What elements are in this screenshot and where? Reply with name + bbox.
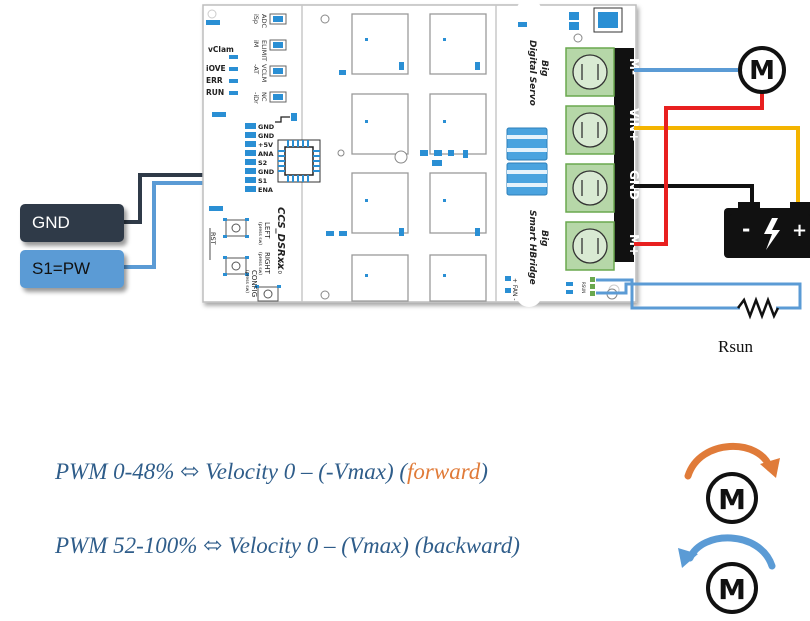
servo-subtitle: Digital Servo	[527, 40, 537, 106]
wire-rsun-a	[596, 278, 740, 310]
pin-label-s1: S1	[258, 177, 268, 185]
rsun-label: Rsun	[718, 337, 753, 356]
screw-terminals	[565, 47, 615, 271]
gnd-wire	[124, 173, 245, 224]
formula-backward: PWM 52-100% ⬄ Velocity 0 – (Vmax) (backw…	[55, 533, 520, 559]
push-buttons	[223, 218, 281, 302]
wire-m-plus	[634, 90, 764, 246]
pin-label: ANA	[258, 150, 274, 158]
battery-icon: - +	[724, 202, 810, 258]
forward-rotation-icon: M	[684, 443, 780, 524]
top-label-sub: -iDr	[252, 92, 260, 104]
gnd-input-label: GND	[32, 213, 70, 232]
board-version-label: v1.0	[276, 262, 282, 275]
led-label-iove: iOVE	[206, 64, 226, 73]
mosfet-array	[351, 13, 487, 302]
terminal-m-plus	[565, 221, 615, 271]
left-button-sub: (press sw)	[257, 222, 263, 245]
terminal-label-m-minus: M-	[627, 58, 641, 75]
s1-wire	[124, 181, 245, 269]
motor-symbol: M	[738, 46, 786, 94]
backward-motor-label: M	[718, 573, 746, 606]
jumper-pads	[206, 13, 287, 211]
pin-label: +5V	[258, 141, 273, 149]
led-indicators	[229, 55, 238, 95]
wire-gnd	[634, 184, 754, 208]
top-label-elimit: ELIMIT	[260, 40, 268, 61]
formula-forward-end: )	[480, 459, 488, 484]
top-label-nc: NC	[260, 92, 268, 102]
controller-board	[202, 4, 637, 303]
hbridge-subtitle: Smart HBridge	[527, 210, 537, 285]
rsun-pin-label: RSUN	[581, 282, 586, 293]
s1-input-label: S1=PW	[32, 259, 91, 278]
battery-minus: -	[742, 217, 750, 241]
terminal-gnd	[565, 163, 615, 213]
backward-rotation-icon: M	[678, 534, 776, 614]
pin-label: ENA	[258, 186, 273, 194]
rotation-icons: M M	[678, 443, 780, 614]
wire-vin-plus	[634, 126, 800, 208]
rsun-resistor	[737, 296, 780, 320]
pin-label: GND	[258, 168, 275, 176]
board-model-label: CCS_DSRxx	[275, 207, 286, 270]
hbridge-title: Big	[539, 230, 549, 247]
mcu-chip	[275, 113, 321, 183]
mount-hole	[516, 0, 542, 25]
led-label-vclam: vClam	[208, 45, 234, 54]
wire-rsun-b	[596, 282, 802, 310]
s1-input-box: S1=PW	[20, 250, 124, 288]
fan-label: + FAN -	[511, 278, 518, 301]
motor-label: M	[749, 56, 775, 86]
terminal-vin-plus	[565, 105, 615, 155]
led-label-err: ERR	[206, 76, 223, 85]
top-label-adc: ADC	[260, 14, 268, 28]
formula-backward-text: PWM 52-100% ⬄ Velocity 0 – (Vmax) (backw…	[55, 533, 520, 558]
top-label-sub: -AT	[252, 64, 260, 74]
led-label-run: RUN	[206, 88, 224, 97]
formula-forward-main: PWM 0-48% ⬄ Velocity 0 – (-Vmax) (	[55, 459, 408, 484]
pin-label: S2	[258, 159, 267, 167]
config-button-sub: (press sw)	[244, 270, 250, 293]
terminal-label-vin-plus: VIN+	[627, 108, 641, 142]
terminal-block-housing	[614, 48, 634, 262]
wiring-diagram: ADC ELIMIT VCLM NC iSp iM -AT -iDr vClam…	[124, 0, 810, 356]
battery-plus: +	[792, 220, 807, 241]
right-button-label: RIGHT	[263, 252, 271, 275]
pin-header: GND GND +5V ANA S2 GND S1 ENA	[245, 123, 275, 194]
right-button-sub: (press sw)	[257, 252, 263, 275]
rst-label: RST	[209, 232, 217, 245]
servo-title: Big	[539, 60, 549, 77]
mount-hole	[516, 281, 542, 307]
pin-label: GND	[258, 123, 275, 131]
inductors	[506, 127, 548, 196]
status-leds: vClam iOVE ERR RUN	[206, 45, 234, 97]
board-silkscreen: CCS_DSRxx v1.0 LEFT (press sw) RIGHT (pr…	[244, 207, 286, 297]
gnd-input-box: GND	[20, 204, 124, 242]
left-button-label: LEFT	[263, 222, 271, 239]
formula-forward-direction: forward	[407, 459, 481, 484]
terminal-m-minus	[565, 47, 615, 97]
forward-motor-label: M	[718, 483, 746, 516]
top-label-vclm: VCLM	[260, 64, 268, 82]
top-label-sub: iSp	[252, 14, 260, 24]
rsun-connector: RSUN	[566, 277, 595, 296]
formula-forward: PWM 0-48% ⬄ Velocity 0 – (-Vmax) (forwar…	[55, 459, 488, 485]
config-button-label: CONFIG	[250, 270, 258, 297]
pin-label: GND	[258, 132, 275, 140]
top-label-sub: iM	[252, 40, 260, 47]
top-label-group: ADC ELIMIT VCLM NC iSp iM -AT -iDr	[252, 14, 268, 104]
board-titles: Big Digital Servo Big Smart HBridge + FA…	[511, 40, 549, 301]
